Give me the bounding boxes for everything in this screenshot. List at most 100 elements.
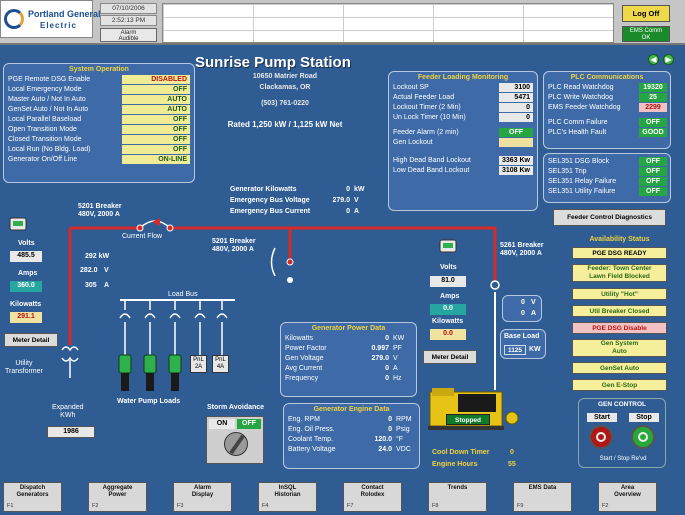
current-flow-label: Current Flow xyxy=(122,233,163,240)
nav-button-key: F2 xyxy=(92,503,99,509)
plc-watchdog-value: 2299 xyxy=(639,103,667,112)
nav-button-key: F4 xyxy=(262,503,269,509)
gen-volts-value: 81.0 xyxy=(430,276,466,287)
gen-meter-detail-button[interactable]: Meter Detail xyxy=(423,350,477,364)
alarm-audible-label: Alarm Audible xyxy=(118,30,139,42)
base-load-panel: Base Load 1125 KW xyxy=(500,329,546,359)
availability-status-title: Availability Status xyxy=(589,236,650,243)
sysop-label: Open Transition Mode xyxy=(8,126,77,133)
feeder-alarm-value: OFF xyxy=(499,128,533,137)
nav-button-label: Area Overview xyxy=(614,485,641,498)
date-display: 07/10/2006 xyxy=(100,3,157,14)
gen-power-value: 279.0 xyxy=(371,355,389,362)
alarm-audible-button[interactable]: Alarm Audible xyxy=(100,28,157,42)
forward-arrow-icon[interactable]: ▶ xyxy=(663,54,674,65)
breaker-5261-label: 5261 Breaker 480V, 2000 A xyxy=(500,242,544,257)
station-phone: (503) 761-0220 xyxy=(261,100,309,107)
dead-band-value: 3108 Kw xyxy=(499,166,533,175)
util-kw-value: 291.1 xyxy=(10,312,42,323)
util-meter-detail-button[interactable]: Meter Detail xyxy=(4,333,58,347)
gen-engine-value: 120.0 xyxy=(374,436,392,443)
sel351-label: SEL351 DSG Block xyxy=(548,158,610,165)
utility-transformer-label: Utility Transformer xyxy=(5,360,43,375)
gen-power-label: Kilowatts xyxy=(285,335,314,342)
feeder-value: 3100 xyxy=(499,83,533,92)
storm-avoidance-switch[interactable]: ON OFF xyxy=(206,416,264,464)
gen-lockout-value xyxy=(499,138,533,147)
cooldown-timer-value: 0 xyxy=(510,449,514,456)
gen-engine-label: Eng. Oil Press. xyxy=(288,426,335,433)
bus-current-label: Emergency Bus Current xyxy=(230,208,311,215)
utility-amps-unit: A xyxy=(104,282,110,289)
bus-voltage-label: Emergency Bus Voltage xyxy=(230,197,310,204)
availability-item: Utility "Hot" xyxy=(572,288,667,300)
plc-watchdog-label: PLC Read Watchdog xyxy=(548,84,614,91)
nav-button-label: Dispatch Generators xyxy=(16,485,49,498)
water-pump-loads-label: Water Pump Loads xyxy=(117,398,181,405)
sysop-value: OFF xyxy=(122,115,190,124)
expanded-kwh-label: Expanded KWh xyxy=(52,404,84,419)
feeder-label: Lockout Timer (2 Min) xyxy=(393,104,461,111)
ems-comm-status: EMS Comm OK xyxy=(622,26,670,42)
availability-item: Feeder: Town Center Lawn Field Blocked xyxy=(572,264,667,282)
gen-engine-label: Battery Voltage xyxy=(288,446,336,453)
logo-icon xyxy=(4,9,24,29)
gen-power-unit: Hz xyxy=(393,375,402,382)
stop-label: Stop xyxy=(629,413,659,422)
nav-button-label: Trends xyxy=(447,485,468,491)
feeder-value: 0 xyxy=(499,103,533,112)
back-arrow-icon[interactable]: ◀ xyxy=(648,54,659,65)
gen-power-unit: PF xyxy=(393,345,402,352)
gen-side-v: 0 xyxy=(521,299,525,306)
sel351-value: OFF xyxy=(639,187,667,196)
alarm-grid xyxy=(162,3,614,43)
feeder-loading-title: Feeder Loading Monitoring xyxy=(417,74,509,81)
gen-power-label: Gen Voltage xyxy=(285,355,324,362)
util-volts-value: 485.5 xyxy=(10,251,42,262)
util-volts-label: Volts xyxy=(18,240,35,247)
start-button[interactable] xyxy=(589,425,613,449)
gen-amps-value: 0.0 xyxy=(430,304,466,315)
gen-power-unit: A xyxy=(393,365,398,372)
sel351-value: OFF xyxy=(639,177,667,186)
gen-power-label: Frequency xyxy=(285,375,319,382)
logoff-button[interactable]: Log Off xyxy=(622,5,670,22)
plc-health-label: PLC's Health Fault xyxy=(548,129,607,136)
feeder-row: Un Lock Timer (10 Min)0 xyxy=(389,113,537,123)
nav-button-label: EMS Data xyxy=(528,485,557,491)
gen-side-v-unit: V xyxy=(531,299,536,306)
feeder-alarm-label: Feeder Alarm (2 min) xyxy=(393,129,459,136)
expanded-kwh-value: 1986 xyxy=(47,426,95,438)
gen-kw-value: 0 xyxy=(346,186,350,193)
stop-button[interactable] xyxy=(631,425,655,449)
availability-item: PGE DSG READY xyxy=(572,247,667,259)
nav-button-key: F9 xyxy=(517,503,524,509)
bus-voltage-unit: V xyxy=(354,197,359,204)
gen-engine-unit: Psig xyxy=(396,426,410,433)
feeder-control-diagnostics-button[interactable]: Feeder Control Diagnostics xyxy=(553,209,666,226)
plc-communications-title: PLC Communications xyxy=(570,74,644,81)
sysop-value: AUTO xyxy=(122,95,190,104)
